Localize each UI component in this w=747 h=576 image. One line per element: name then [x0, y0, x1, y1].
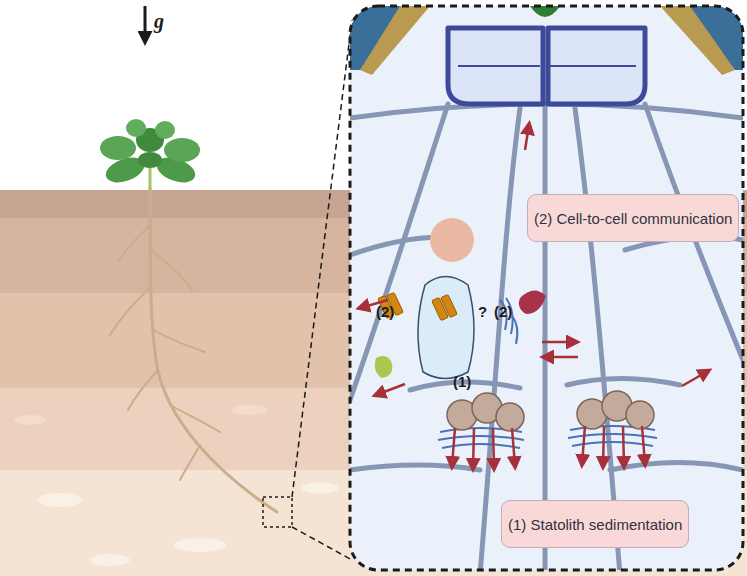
- seedling-shoot: [126, 119, 146, 137]
- cell-callout: [530, 6, 560, 17]
- seedling-shoot: [155, 121, 175, 139]
- force-arrows: [473, 428, 474, 468]
- cell-callout: [360, 6, 430, 75]
- cell-callout: [350, 6, 743, 570]
- soil-layers: [90, 554, 130, 566]
- statoliths: [626, 401, 654, 429]
- cell-callout: [350, 104, 743, 570]
- callout-number: (1): [453, 373, 471, 390]
- box-text: (2) Cell-to-cell communication: [534, 209, 732, 228]
- organelles: [375, 356, 392, 378]
- seedling-root: [150, 188, 277, 512]
- callout-border: [350, 6, 743, 570]
- root-tip-cells: [448, 28, 543, 104]
- zoom-lines: [292, 527, 352, 560]
- soil-layers: [174, 538, 226, 552]
- seedling-root: [110, 188, 277, 512]
- caption-box: (2) Cell-to-cell communication: [527, 194, 739, 242]
- cell-callout: [567, 379, 680, 386]
- seedling-shoot: [100, 119, 200, 190]
- root-tip-cells: [448, 28, 645, 104]
- force-arrows: [544, 356, 578, 359]
- gravity-arrow: [145, 6, 146, 40]
- root-tip-cells: [550, 65, 636, 67]
- root-tip-cells: [548, 28, 645, 104]
- force-arrows: [360, 125, 708, 468]
- statoliths: [447, 391, 654, 431]
- force-arrows: [512, 428, 515, 466]
- force-arrows: [582, 426, 585, 464]
- soil-layers: [38, 493, 82, 507]
- force-arrows: [542, 341, 576, 344]
- seedling-shoot: [100, 136, 136, 160]
- zoom-lines: [263, 497, 292, 527]
- callout-number: (2): [376, 303, 394, 320]
- seedling-root: [110, 285, 152, 335]
- seedling-root: [154, 330, 205, 352]
- soil-layers: [232, 405, 268, 415]
- force-arrows: [642, 426, 645, 464]
- organelles: [512, 316, 517, 344]
- force-arrows: [623, 426, 624, 466]
- cell-callout: [350, 465, 480, 470]
- seedling-shoot: [164, 138, 200, 162]
- force-arrows: [376, 384, 405, 395]
- root-tip-cells: [458, 65, 540, 67]
- organelles: [430, 218, 474, 262]
- zoom-lines: [292, 20, 352, 497]
- seedling-root: [118, 225, 150, 262]
- seedling-shoot: [138, 152, 162, 168]
- caption-box: (1) Statolith sedimentation: [501, 500, 689, 548]
- organelles: [519, 290, 546, 314]
- question-mark: ?: [478, 303, 487, 320]
- seedling-shoot: [149, 165, 152, 190]
- seedling-root: [151, 250, 192, 290]
- gravity-label: g: [154, 10, 164, 33]
- organelles: [418, 277, 474, 379]
- soil-layers: [14, 415, 46, 425]
- force-arrows: [682, 371, 708, 386]
- force-arrows: [493, 428, 494, 468]
- force-arrows: [603, 426, 604, 466]
- seedling-root: [128, 370, 158, 410]
- gravity-arrow: [144, 6, 147, 40]
- organelles: [375, 218, 546, 379]
- cell-callout: [610, 463, 743, 471]
- seedling-root: [180, 445, 200, 480]
- zoom-lines: [263, 20, 352, 560]
- force-arrows: [452, 428, 455, 466]
- seedling-root: [170, 405, 220, 432]
- cell-callout: [660, 6, 735, 75]
- soil-layers: [302, 482, 338, 494]
- force-arrows: [525, 125, 529, 150]
- box-text: (1) Statolith sedimentation: [508, 515, 682, 534]
- organelles: [441, 294, 458, 317]
- callout-number: (2): [494, 303, 512, 320]
- statoliths: [438, 436, 524, 440]
- statoliths: [496, 403, 524, 431]
